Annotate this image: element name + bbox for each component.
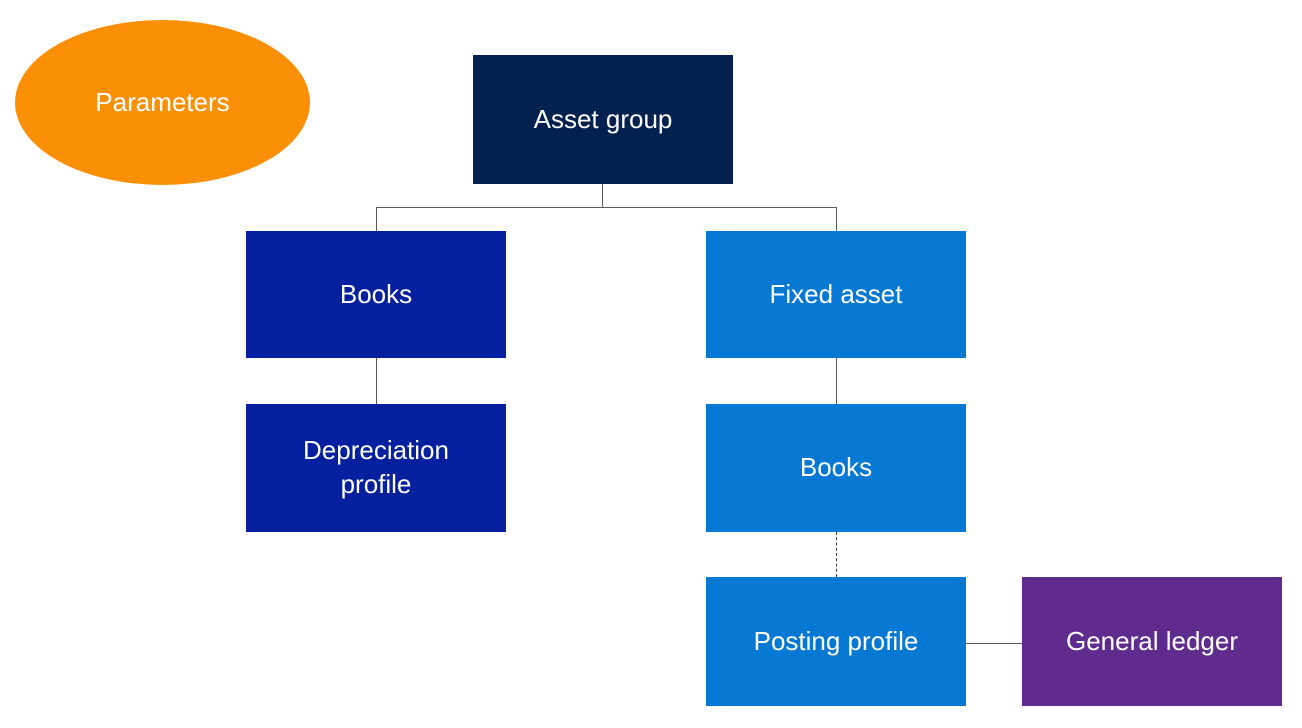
connector-drop-to-books-left [376,207,377,231]
node-general-ledger: General ledger [1022,577,1282,706]
node-fixed-asset-label: Fixed asset [769,278,903,309]
node-general-ledger-label: General ledger [1066,625,1238,656]
connector-horizontal-bar [376,207,837,208]
connector-books-to-depreciation [376,358,377,404]
node-parameters-label: Parameters [95,86,230,117]
connector-asset-group-stem [602,184,603,207]
connector-drop-to-fixed-asset [836,207,837,231]
node-asset-group: Asset group [473,55,733,184]
node-books-left: Books [246,231,506,358]
node-asset-group-label: Asset group [533,103,673,134]
node-posting-profile-label: Posting profile [753,625,919,656]
connector-books-to-posting-dashed [836,532,837,577]
node-books-left-label: Books [339,278,413,309]
node-books-right-label: Books [799,452,873,483]
node-parameters: Parameters [15,20,310,185]
connector-posting-to-general-ledger [966,643,1022,644]
node-fixed-asset: Fixed asset [706,231,966,358]
node-depreciation-profile: Depreciation profile [246,404,506,532]
node-posting-profile: Posting profile [706,577,966,706]
node-depreciation-profile-label: Depreciation profile [303,435,449,499]
node-books-right: Books [706,404,966,532]
connector-fixed-asset-to-books [836,358,837,404]
